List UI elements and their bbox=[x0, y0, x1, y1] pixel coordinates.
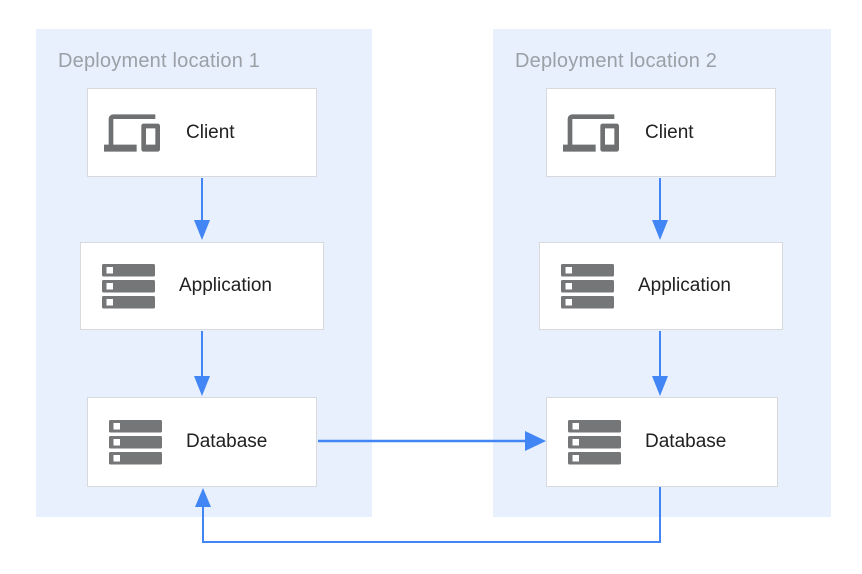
node-database-2: Database bbox=[546, 397, 778, 487]
node-client-2: Client bbox=[546, 88, 776, 177]
node-label: Client bbox=[645, 121, 694, 143]
server-stack-icon bbox=[561, 263, 614, 309]
server-stack-icon bbox=[109, 419, 162, 465]
deployment-location-1-group: Deployment location 1 Client A bbox=[36, 29, 372, 517]
group-title-1: Deployment location 1 bbox=[58, 50, 261, 72]
node-label: Application bbox=[179, 275, 272, 296]
devices-icon bbox=[103, 105, 161, 161]
node-application-1: Application bbox=[80, 242, 324, 330]
node-label: Application bbox=[638, 275, 731, 296]
node-client-1: Client bbox=[87, 88, 317, 177]
server-stack-icon bbox=[568, 419, 621, 465]
node-label: Client bbox=[186, 121, 235, 143]
devices-icon bbox=[562, 105, 620, 161]
node-label: Database bbox=[186, 431, 268, 452]
deployment-location-2-group: Deployment location 2 Client A bbox=[493, 29, 831, 517]
group-title-2: Deployment location 2 bbox=[515, 50, 718, 72]
node-application-2: Application bbox=[539, 242, 783, 330]
node-database-1: Database bbox=[87, 397, 317, 487]
server-stack-icon bbox=[102, 263, 155, 309]
node-label: Database bbox=[645, 431, 727, 452]
